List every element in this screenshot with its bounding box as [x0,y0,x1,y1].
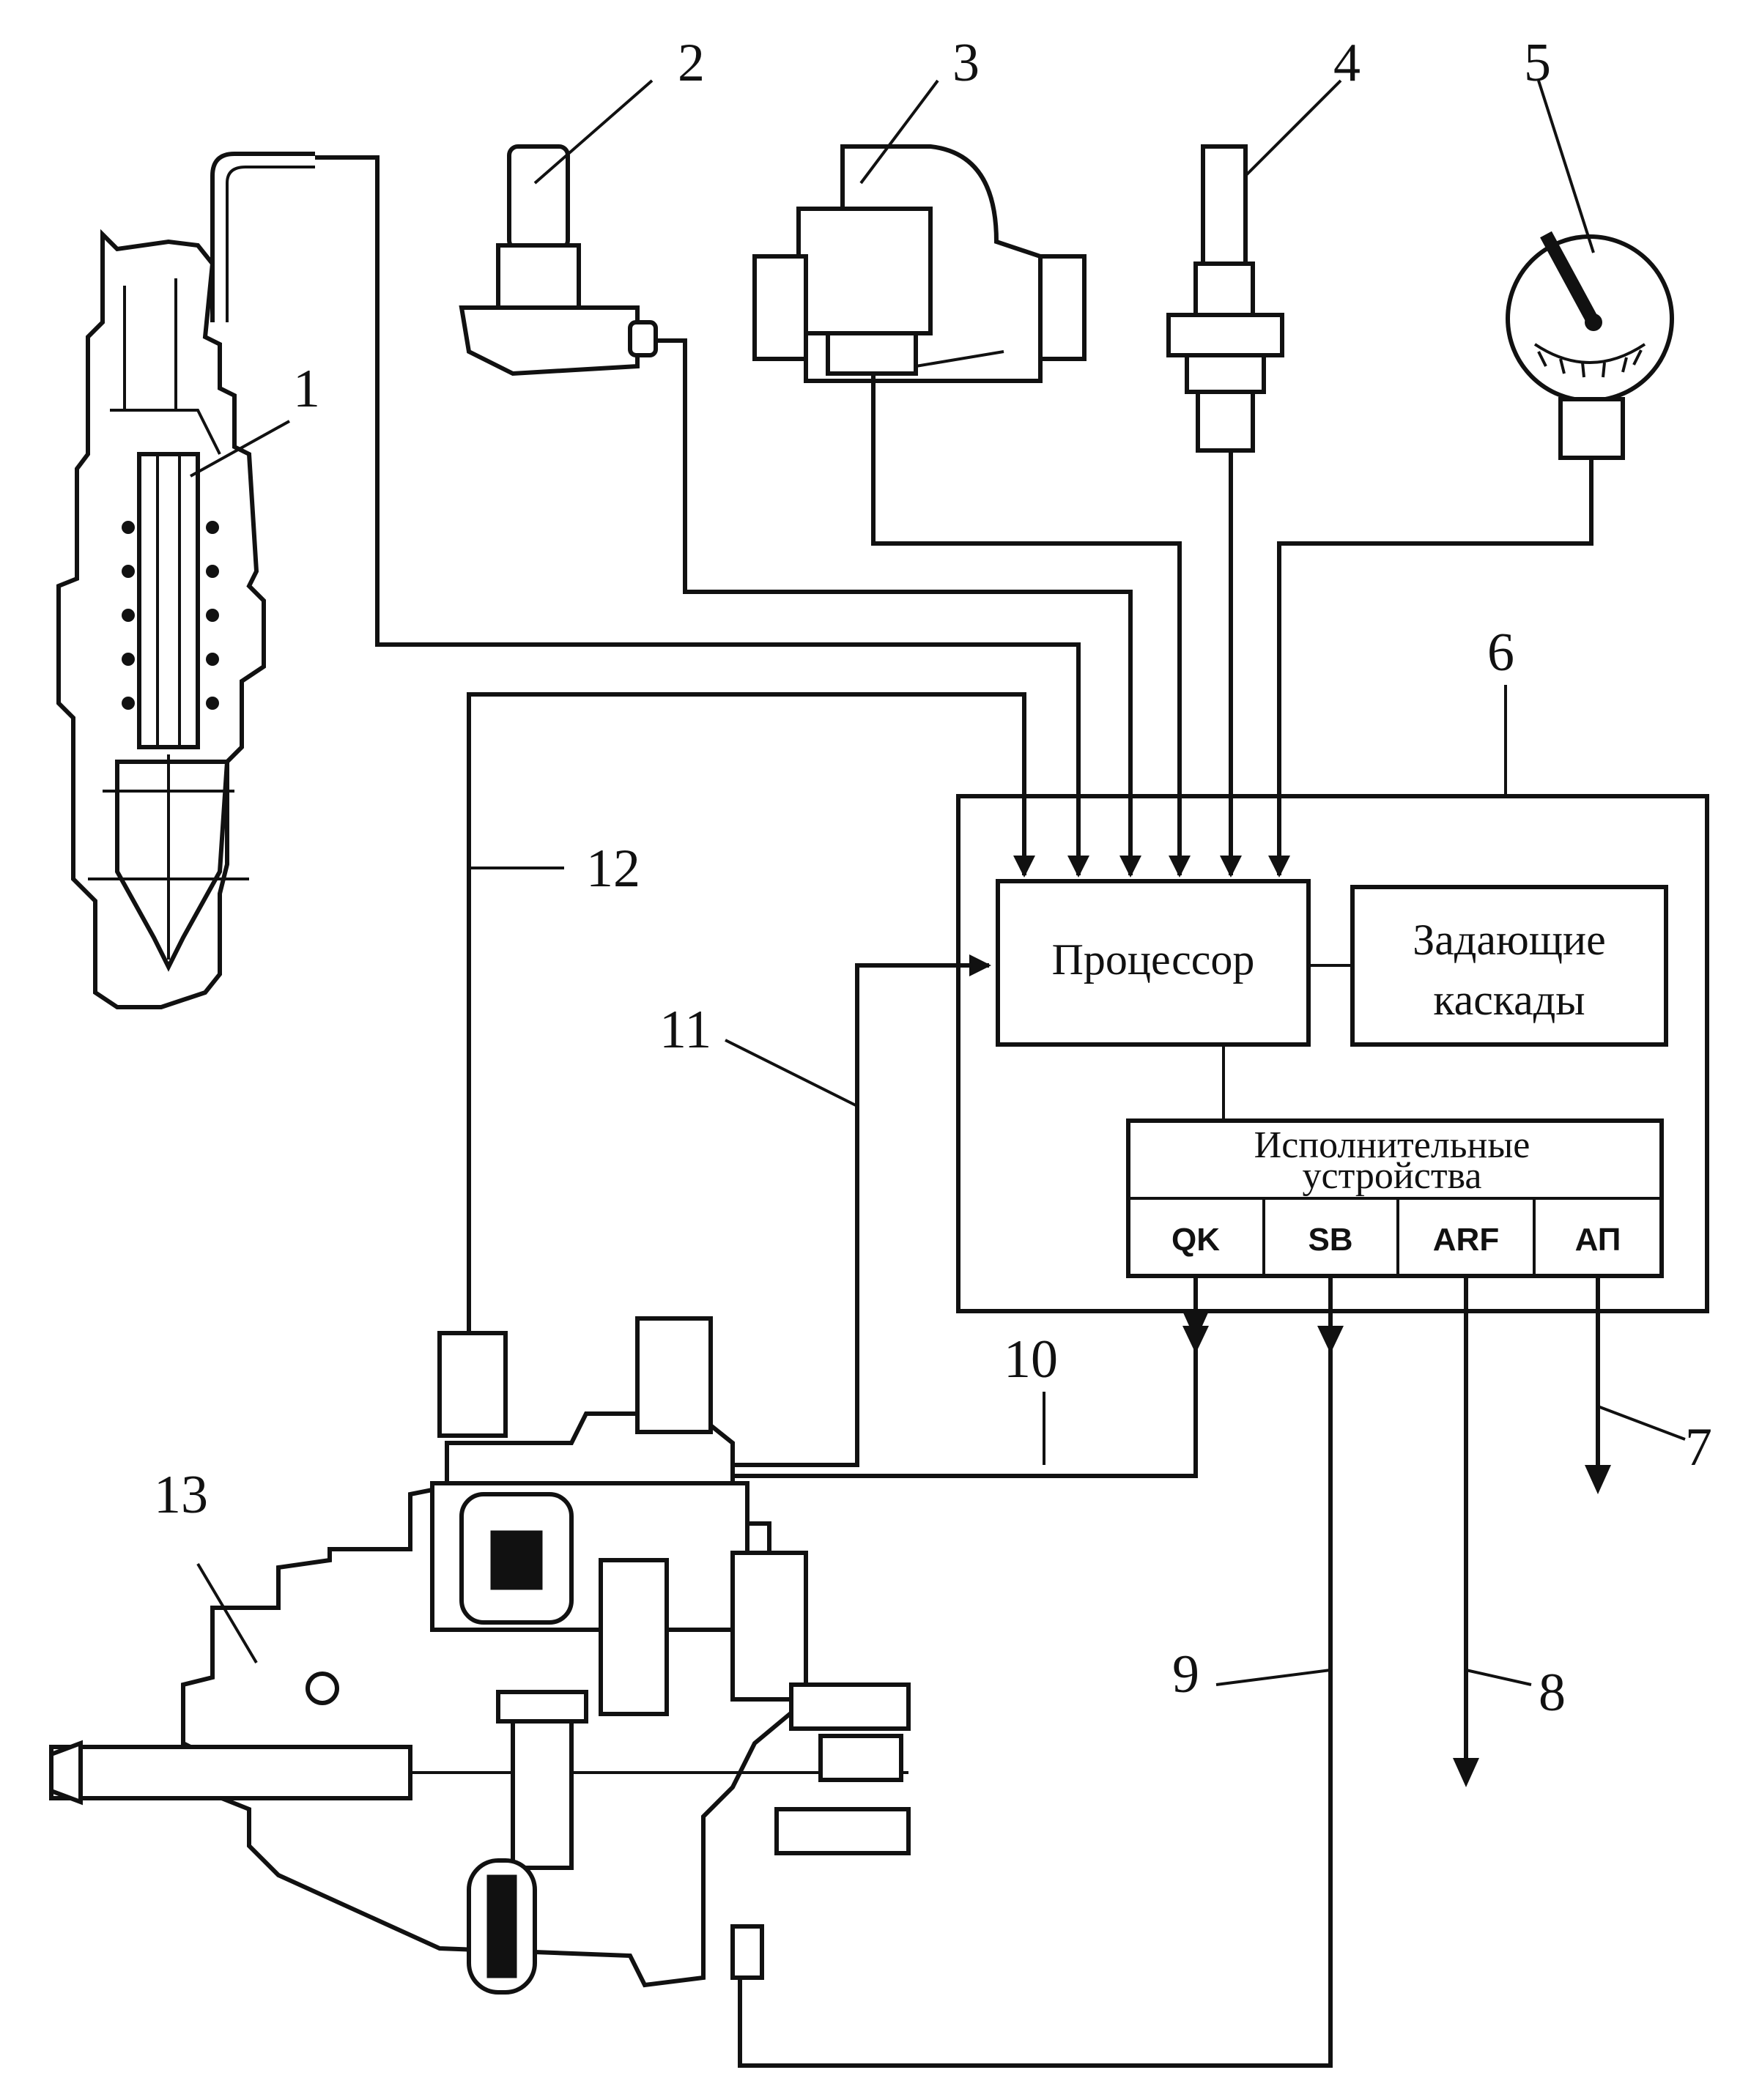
callout-numbers: 1 2 3 4 5 6 7 8 9 10 11 12 13 [154,33,1712,1723]
output-arf-label: ARF [1433,1222,1499,1258]
callout-12: 12 [586,839,640,899]
callout-1: 1 [293,359,320,419]
gauge-component [1506,231,1674,460]
drivers-label-line2: каскады [1433,976,1585,1024]
callout-3: 3 [952,33,980,93]
air-flow-meter-component [752,144,1087,383]
callout-4: 4 [1333,33,1361,93]
sensor-2-component [459,144,658,376]
injection-pump-component [49,1316,911,1995]
callout-8: 8 [1539,1663,1566,1723]
callout-11: 11 [659,1000,711,1060]
output-ap-label: АП [1575,1222,1621,1258]
output-qk-label: QK [1171,1222,1220,1258]
drivers-label-line1: Задающие [1413,916,1606,964]
callout-10: 10 [1004,1329,1058,1390]
callout-9: 9 [1172,1644,1199,1704]
injector-component [56,152,315,1009]
processor-block [996,879,1311,1047]
wiring [315,155,1611,2068]
callout-7: 7 [1685,1417,1712,1477]
leader-lines [190,79,1686,1686]
actuators-label-line1: Исполнительные [1254,1124,1530,1166]
callout-6: 6 [1487,623,1514,683]
callout-2: 2 [678,33,705,93]
output-sb-label: SB [1308,1222,1352,1258]
actuators-label-line2: устройства [1302,1155,1481,1197]
temperature-sensor-component [1166,144,1284,453]
control-unit: Процессор Задающие каскады Исполнительны… [956,794,1709,1313]
callout-13: 13 [154,1465,208,1525]
processor-label: Процессор [1052,935,1255,984]
callout-5: 5 [1524,33,1551,93]
